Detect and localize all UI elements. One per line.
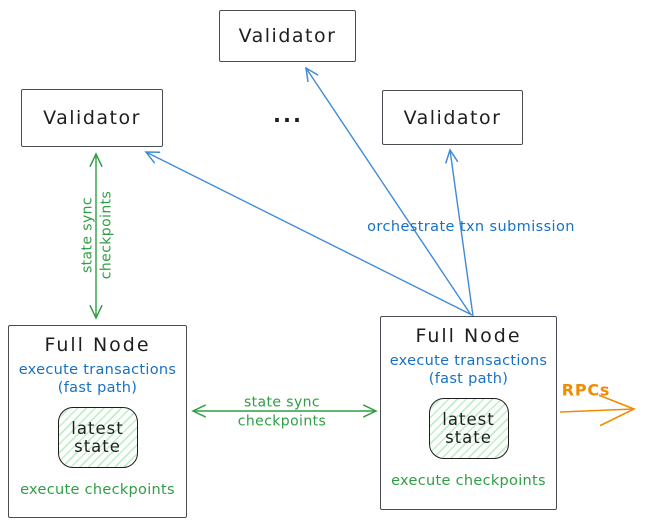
- arrow-rpcs: [559, 394, 636, 427]
- state-sync-horizontal-label: state sync checkpoints: [237, 394, 327, 430]
- execute-transactions-label: execute transactions (fast path): [18, 362, 177, 396]
- validator-label: Validator: [238, 25, 337, 47]
- latest-state-box: latest state: [57, 407, 138, 468]
- latest-state-box: latest state: [428, 398, 509, 459]
- execute-checkpoints-label: execute checkpoints: [391, 473, 546, 489]
- validator-label: Validator: [403, 106, 502, 129]
- validator-label: Validator: [43, 107, 141, 129]
- full-node-title: Full Node: [44, 334, 151, 356]
- validator-box-top: Validator: [219, 10, 356, 62]
- execute-transactions-label: execute transactions (fast path): [389, 353, 548, 387]
- validator-box-left: Validator: [21, 89, 163, 147]
- full-node-title: Full Node: [415, 325, 522, 347]
- validator-box-right: Validator: [382, 90, 523, 145]
- rpcs-label: RPCs: [561, 380, 611, 400]
- orchestrate-txn-submission-label: orchestrate txn submission: [367, 219, 575, 235]
- execute-checkpoints-label: execute checkpoints: [20, 482, 175, 498]
- validators-ellipsis: ...: [273, 103, 303, 127]
- state-sync-vertical-label: state sync checkpoints: [79, 190, 115, 280]
- full-node-box-right: Full Node execute transactions (fast pat…: [380, 316, 557, 510]
- full-node-box-left: Full Node execute transactions (fast pat…: [8, 325, 187, 518]
